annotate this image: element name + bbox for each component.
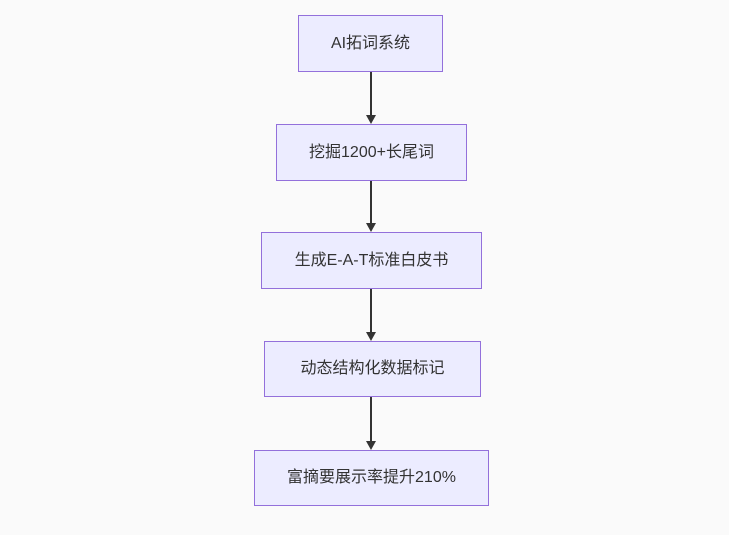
- node-label: 动态结构化数据标记: [300, 360, 445, 378]
- flowchart-node-ai-word-expansion: AI拓词系统: [298, 15, 443, 72]
- flowchart-node-structured-data: 动态结构化数据标记: [264, 341, 481, 397]
- arrowhead-icon: [366, 441, 376, 450]
- node-label: AI拓词系统: [330, 34, 411, 52]
- flowchart-edge-d-e: [365, 397, 377, 450]
- node-label: 生成E-A-T标准白皮书: [294, 251, 449, 269]
- node-label: 富摘要展示率提升210%: [287, 469, 456, 487]
- arrowhead-icon: [366, 115, 376, 124]
- flowchart-node-rich-snippet-result: 富摘要展示率提升210%: [254, 450, 489, 506]
- flowchart-node-eat-whitepaper: 生成E-A-T标准白皮书: [261, 232, 482, 289]
- node-label: 挖掘1200+长尾词: [309, 143, 434, 161]
- arrowhead-icon: [366, 223, 376, 232]
- arrow-line: [370, 397, 372, 442]
- arrow-line: [370, 181, 372, 224]
- arrowhead-icon: [366, 332, 376, 341]
- flowchart-edge-a-b: [365, 72, 377, 124]
- flowchart-edge-c-d: [365, 289, 377, 341]
- flowchart-edge-b-c: [365, 181, 377, 232]
- flowchart-node-longtail-mining: 挖掘1200+长尾词: [276, 124, 467, 181]
- arrow-line: [370, 289, 372, 333]
- arrow-line: [370, 72, 372, 116]
